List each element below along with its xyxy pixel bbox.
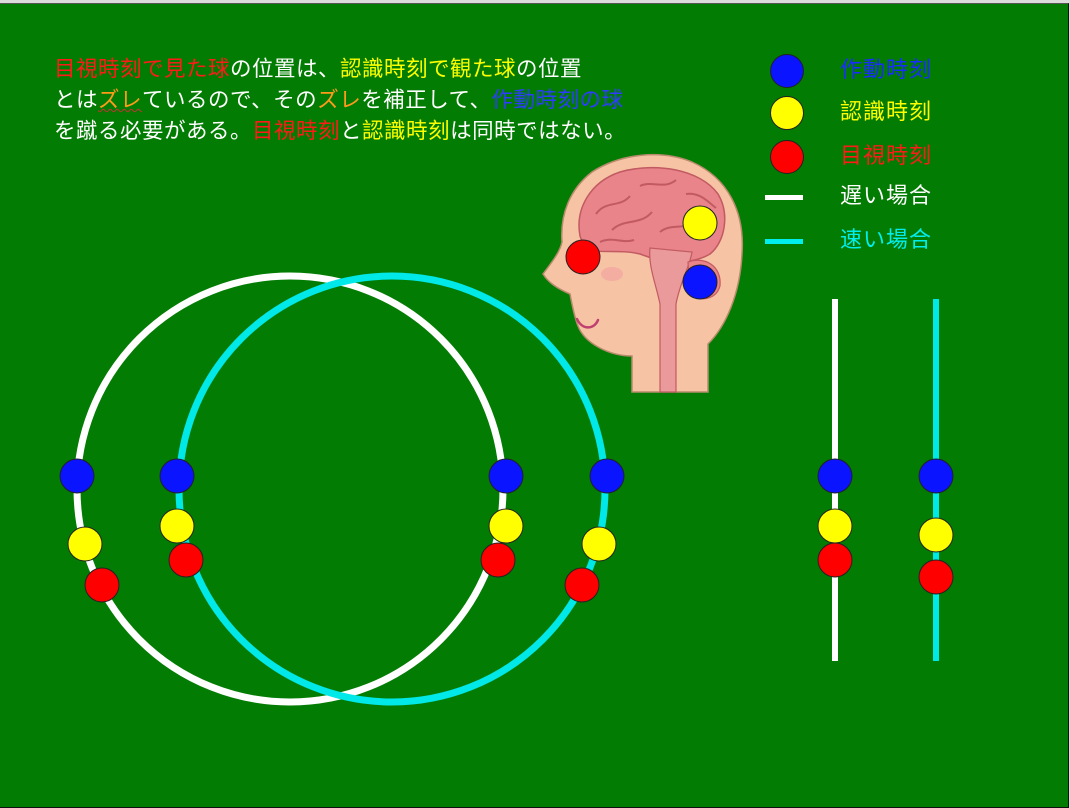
slow-circle-right-markers [480, 458, 524, 578]
explanation-segment: ズレ [98, 88, 143, 113]
explanation-segment: ズレ [317, 88, 362, 113]
blue-dot [589, 458, 625, 494]
legend-item-slow: 遅い場合 [760, 180, 990, 220]
blue-dot [918, 458, 954, 494]
fast-case-circle [175, 272, 609, 706]
legend: 作動時刻 認識時刻 目視時刻 遅い場合 速い場合 [760, 52, 990, 262]
red-dot [918, 559, 954, 595]
blue-dot [59, 458, 95, 494]
blue-dot [682, 264, 718, 300]
explanation-segment: 目視時刻 [252, 119, 341, 144]
red-dot [565, 239, 601, 275]
explanation-text: 目視時刻で見た球の位置は、認識時刻で観た球の位置とはズレているので、そのズレを補… [54, 54, 754, 147]
yellow-dot [817, 508, 853, 544]
legend-label-fast: 速い場合 [840, 228, 933, 253]
blue-dot-icon [770, 54, 804, 88]
blue-dot [159, 458, 195, 494]
fast-line-markers [918, 458, 954, 595]
legend-item-recognition: 認識時刻 [760, 94, 990, 134]
legend-item-fast: 速い場合 [760, 224, 990, 264]
explanation-segment: の位置は、 [230, 57, 341, 82]
slow-line-markers [817, 458, 853, 578]
red-dot [480, 542, 516, 578]
yellow-dot-icon [770, 96, 804, 130]
yellow-dot [581, 526, 617, 562]
legend-item-actuation: 作動時刻 [760, 52, 990, 92]
explanation-segment: と [340, 119, 363, 144]
slow-case-circle [73, 272, 507, 706]
legend-label-slow: 遅い場合 [840, 184, 933, 209]
explanation-segment: ているので、その [142, 88, 318, 113]
yellow-dot [488, 508, 524, 544]
cyan-line-icon [765, 239, 803, 244]
fast-circle-left-markers [159, 458, 204, 578]
red-dot [564, 567, 600, 603]
red-dot-icon [770, 140, 804, 174]
white-line-icon [765, 195, 803, 200]
explanation-segment: 目視時刻で見た球 [54, 57, 231, 82]
human-head-brain-icon [542, 153, 744, 393]
legend-item-visual: 目視時刻 [760, 138, 990, 178]
mouth [575, 317, 600, 329]
explanation-segment: は同時ではない。 [450, 119, 627, 144]
yellow-dot [682, 205, 718, 241]
explanation-segment: の位置 [516, 57, 583, 82]
legend-label-recognition: 認識時刻 [840, 100, 933, 125]
explanation-segment: を蹴る必要がある。 [54, 119, 253, 144]
yellow-dot [159, 508, 195, 544]
explanation-segment: を補正して、 [361, 88, 492, 113]
blue-dot [817, 458, 853, 494]
brain-cerebrum [578, 166, 726, 263]
explanation-segment: 認識時刻 [362, 119, 451, 144]
explanation-segment: とは [54, 88, 99, 113]
fast-circle-right-markers [564, 458, 625, 603]
legend-label-actuation: 作動時刻 [840, 58, 933, 83]
blue-dot [488, 458, 524, 494]
explanation-segment: 作動時刻の球 [491, 88, 624, 113]
yellow-dot [918, 517, 954, 553]
explanation-segment: 認識時刻で観た球 [340, 57, 517, 82]
brain-folds [595, 179, 717, 243]
cheek [601, 267, 623, 281]
red-dot [817, 542, 853, 578]
slide: 目視時刻で見た球の位置は、認識時刻で観た球の位置とはズレているので、そのズレを補… [0, 3, 1069, 808]
diagram-canvas [59, 153, 954, 706]
slow-circle-left-markers [59, 458, 120, 603]
red-dot [168, 542, 204, 578]
yellow-dot [67, 526, 103, 562]
red-dot [84, 567, 120, 603]
legend-label-visual: 目視時刻 [840, 144, 933, 169]
